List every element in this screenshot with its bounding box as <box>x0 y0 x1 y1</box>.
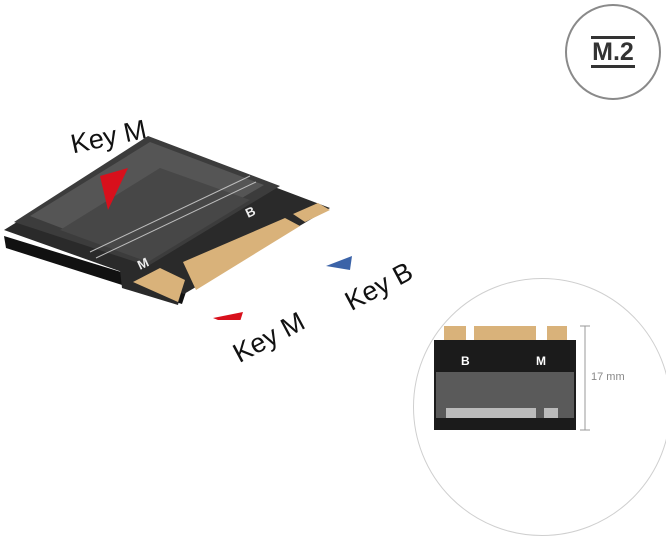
m2-badge: M.2 <box>565 4 661 100</box>
detail-label-m: M <box>536 354 546 368</box>
key-m-bottom-marker-icon <box>213 312 243 320</box>
key-m-top-marker-icon <box>100 168 128 210</box>
m2-badge-label: M.2 <box>591 36 635 68</box>
detail-label-b: B <box>461 354 470 368</box>
detail-board-front: B M <box>434 325 590 431</box>
key-b-marker-icon <box>326 256 352 270</box>
dimension-label: 17 mm <box>591 371 625 383</box>
m2-adapter-board: M B <box>4 136 352 320</box>
